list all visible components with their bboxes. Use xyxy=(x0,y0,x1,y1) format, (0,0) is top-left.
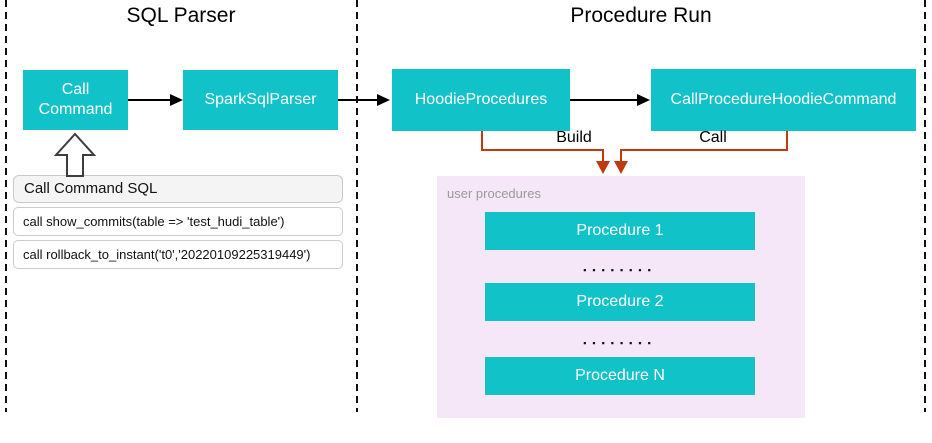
up-arrow-icon xyxy=(53,132,97,177)
ellipsis-dots: ▪▪▪▪▪▪▪▪ xyxy=(583,265,657,275)
node-hoodieprocedures: HoodieProcedures xyxy=(392,69,570,131)
sql-statement-row: call show_commits(table => 'test_hudi_ta… xyxy=(13,207,343,236)
arrow-callcommand-to-sparksqlparser-icon xyxy=(128,94,183,106)
node-procedure-n: Procedure N xyxy=(485,357,755,395)
ellipsis-dots: ▪▪▪▪▪▪▪▪ xyxy=(583,338,657,348)
edge-label-build: Build xyxy=(556,129,592,146)
node-procedure-2: Procedure 2 xyxy=(485,283,755,321)
arrow-hoodieprocedures-to-callprocedure-icon xyxy=(570,94,650,106)
sql-statement-row: call rollback_to_instant('t0','202201092… xyxy=(13,240,343,269)
node-call-command: Call Command xyxy=(23,70,128,130)
user-procedures-container: user procedures Procedure 1 ▪▪▪▪▪▪▪▪ Pro… xyxy=(437,176,805,418)
node-procedure-1: Procedure 1 xyxy=(485,212,755,250)
call-command-sql-box: Call Command SQL call show_commits(table… xyxy=(13,175,343,269)
node-sparksqlparser: SparkSqlParser xyxy=(183,70,338,130)
section-title-procedure-run: Procedure Run xyxy=(570,4,712,27)
user-procedures-label: user procedures xyxy=(447,186,541,201)
sql-box-header: Call Command SQL xyxy=(13,175,343,203)
edge-label-call: Call xyxy=(699,129,727,146)
section-title-sql-parser: SQL Parser xyxy=(126,4,236,27)
node-callprocedurehoodiecommand: CallProcedureHoodieCommand xyxy=(651,69,916,131)
arrow-sparksqlparser-to-hoodieprocedures-icon xyxy=(338,94,390,106)
